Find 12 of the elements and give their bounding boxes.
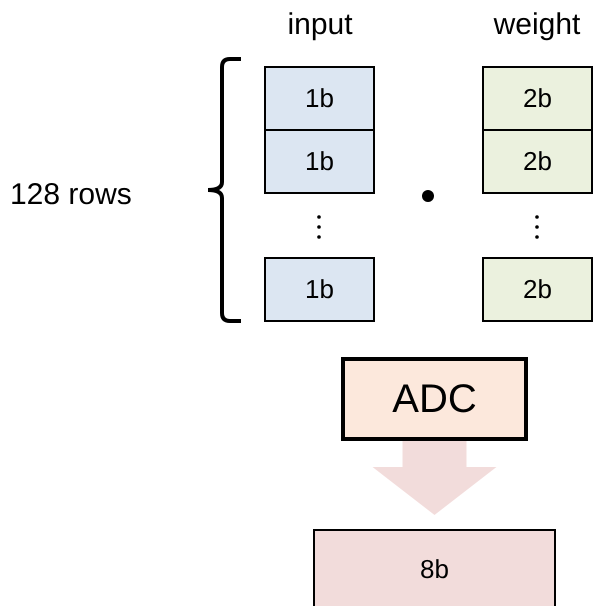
weight-cell: 2b	[482, 257, 593, 322]
column-heading: input	[287, 8, 353, 42]
input-cell: 1b	[264, 129, 375, 194]
input-cell: 1b	[264, 66, 375, 131]
weight-cell: 2b	[482, 129, 593, 194]
column-heading: weight	[494, 8, 580, 42]
weight-cell: 2b	[482, 66, 593, 131]
output-box: 8b	[313, 529, 556, 606]
block-arrow	[372, 441, 496, 515]
row-count-label: 128 rows	[10, 178, 132, 212]
adc-box: ADC	[341, 357, 528, 441]
input-cell: 1b	[264, 257, 375, 322]
